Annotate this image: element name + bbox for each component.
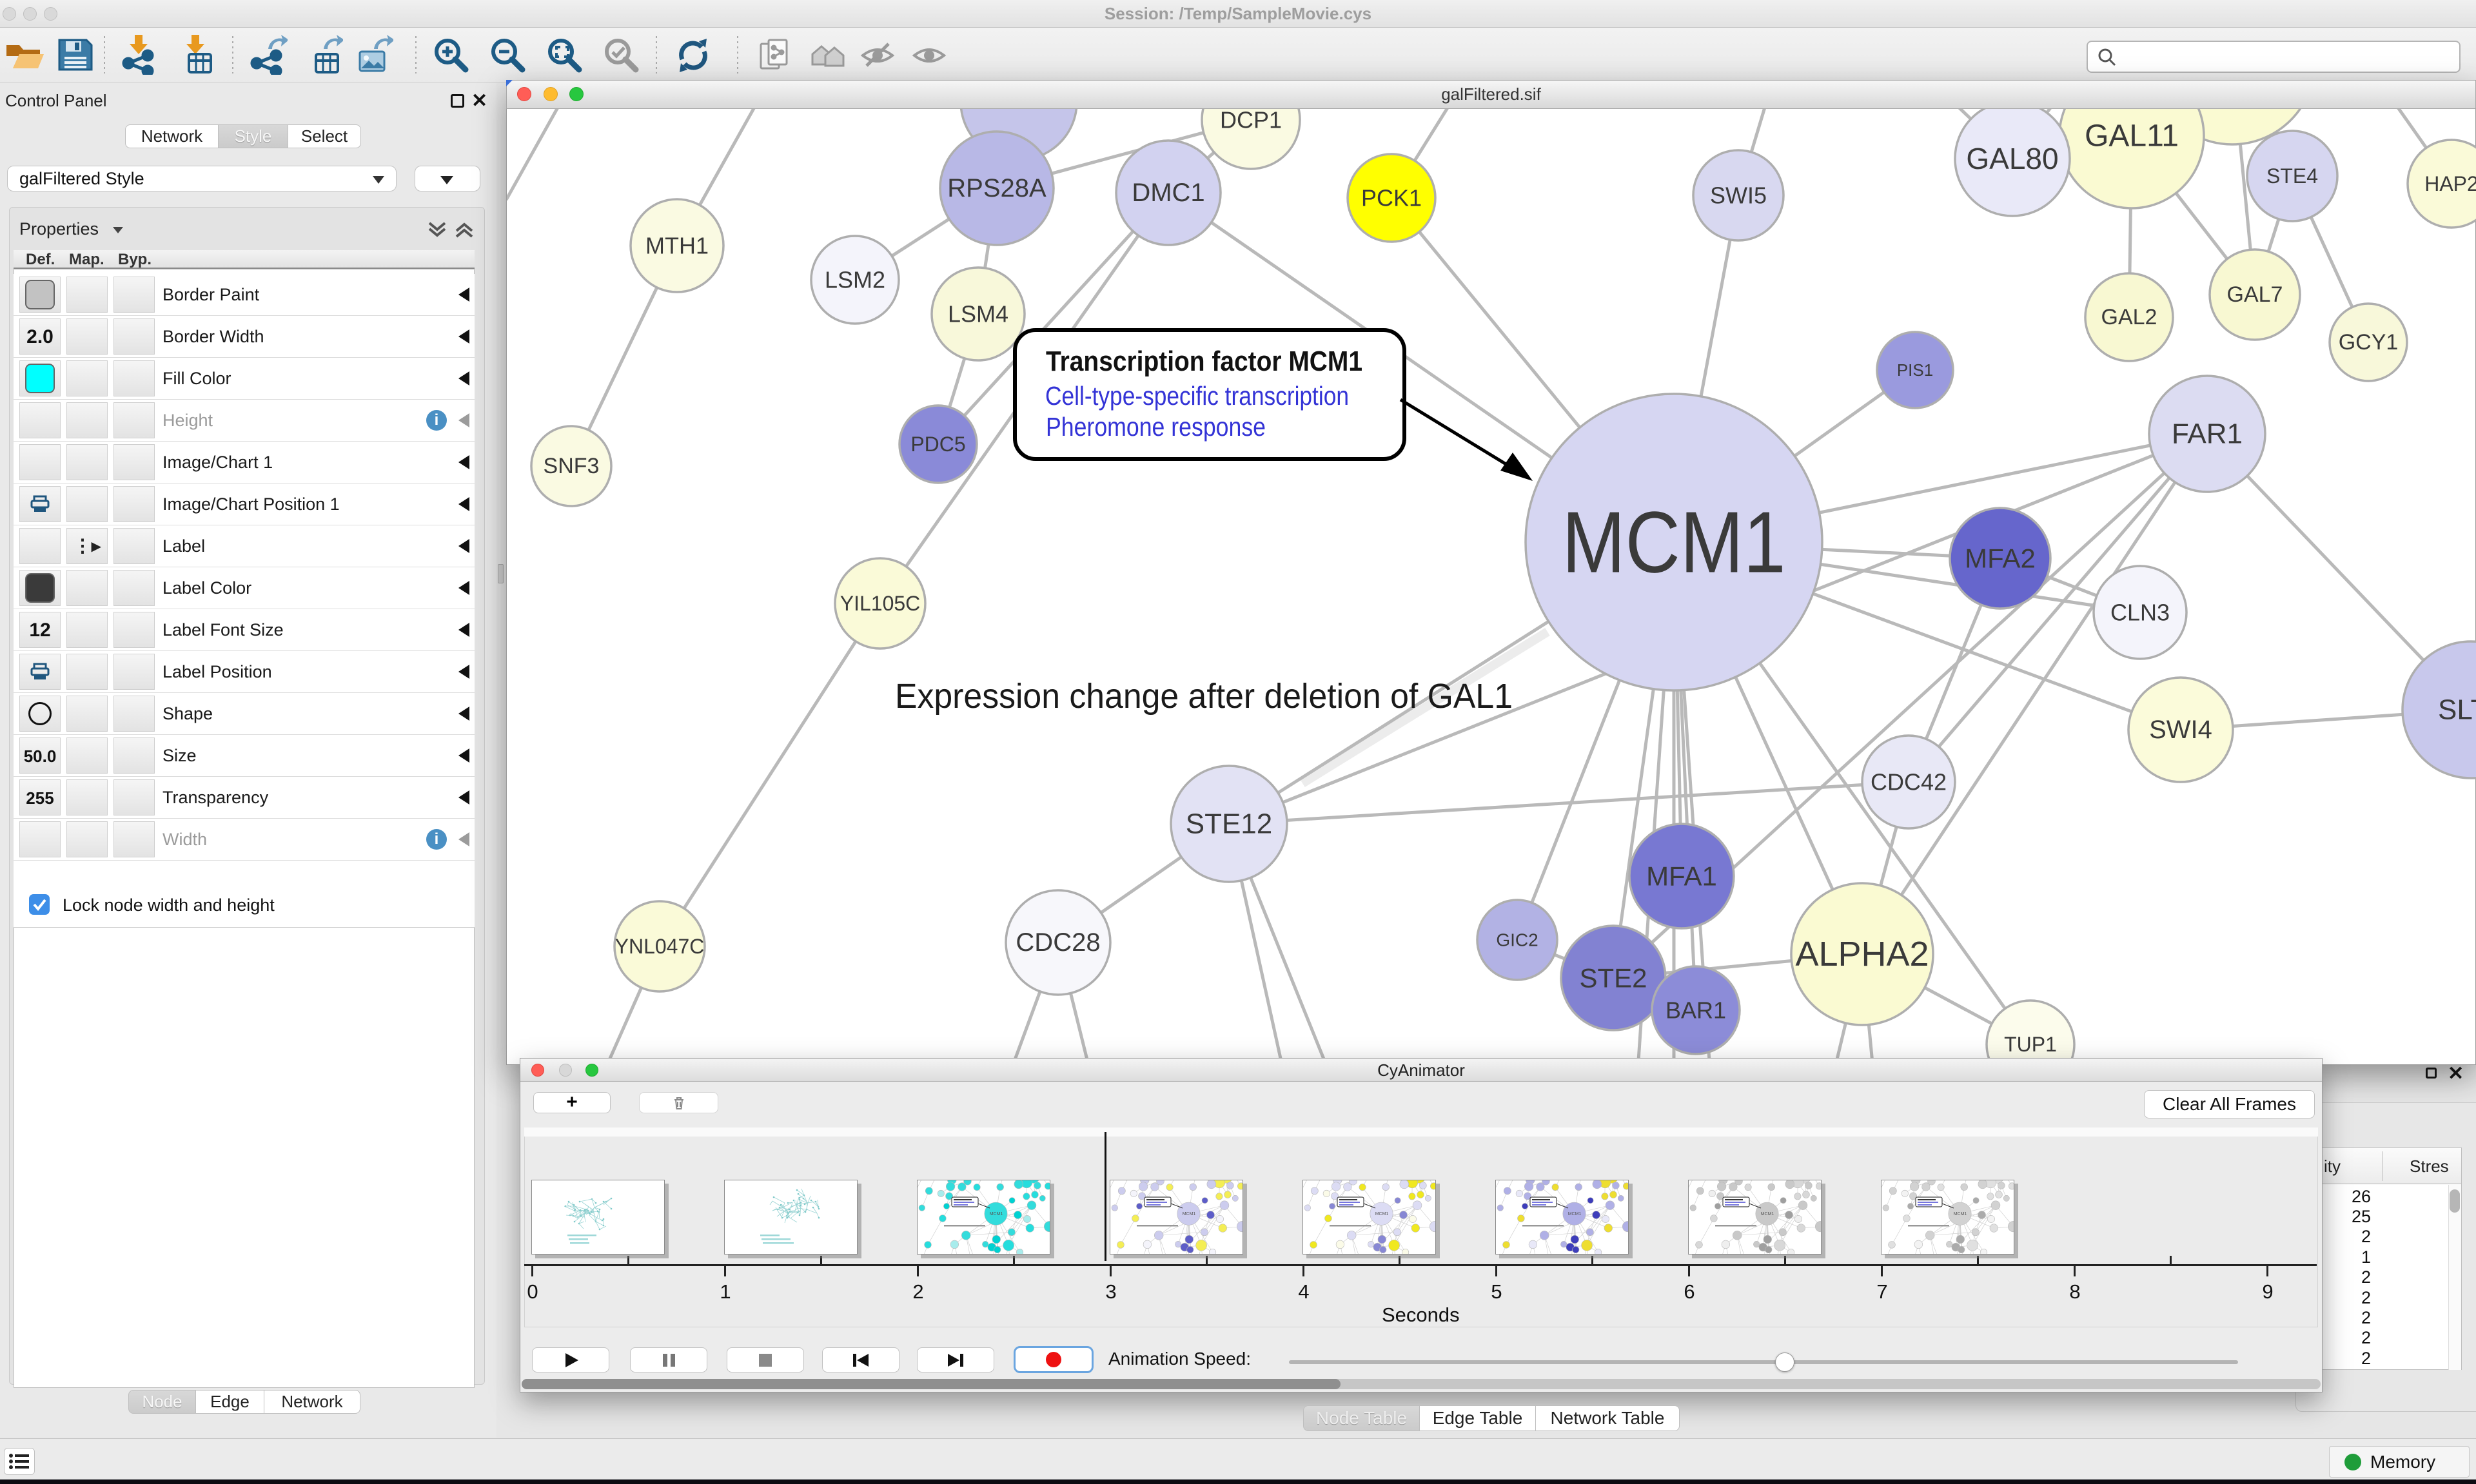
svg-text:GAL7: GAL7 xyxy=(2227,282,2283,307)
svg-text:STE4: STE4 xyxy=(2266,164,2318,188)
svg-text:SNF3: SNF3 xyxy=(544,454,600,478)
svg-text:MFA1: MFA1 xyxy=(1646,861,1717,892)
svg-text:GAL2: GAL2 xyxy=(2101,305,2157,329)
svg-text:MCM1: MCM1 xyxy=(1183,1212,1196,1216)
svg-text:CDC28: CDC28 xyxy=(1016,928,1100,957)
svg-text:Transcription factor MCM1: Transcription factor MCM1 xyxy=(1046,346,1362,377)
svg-text:DCP1: DCP1 xyxy=(1220,109,1282,133)
svg-text:SWI5: SWI5 xyxy=(1710,182,1767,209)
svg-text:YIL105C: YIL105C xyxy=(840,592,921,615)
svg-text:ALPHA2: ALPHA2 xyxy=(1795,935,1929,973)
svg-text:YNL047C: YNL047C xyxy=(615,935,705,958)
svg-text:CLN3: CLN3 xyxy=(2110,600,2170,626)
svg-text:STE12: STE12 xyxy=(1186,808,1273,840)
svg-text:GAL80: GAL80 xyxy=(1966,142,2058,175)
svg-text:TUP1: TUP1 xyxy=(2004,1033,2057,1056)
svg-text:RPS28A: RPS28A xyxy=(947,174,1046,202)
svg-text:MCM1: MCM1 xyxy=(1562,494,1786,591)
svg-text:DMC1: DMC1 xyxy=(1132,179,1204,207)
svg-text:Cell-type-specific transcripti: Cell-type-specific transcription xyxy=(1045,381,1349,411)
svg-text:HAP2: HAP2 xyxy=(2424,172,2476,195)
svg-text:LSM2: LSM2 xyxy=(825,267,885,293)
svg-text:GCY1: GCY1 xyxy=(2339,330,2399,355)
svg-text:MFA2: MFA2 xyxy=(1965,543,2036,574)
svg-text:GIC2: GIC2 xyxy=(1496,930,1538,950)
svg-text:MCM1: MCM1 xyxy=(1954,1212,1967,1216)
svg-text:MTH1: MTH1 xyxy=(645,233,709,259)
svg-text:MCM1: MCM1 xyxy=(990,1212,1003,1216)
svg-text:PCK1: PCK1 xyxy=(1361,185,1422,211)
svg-text:MCM1: MCM1 xyxy=(1568,1212,1582,1216)
svg-text:PIS1: PIS1 xyxy=(1897,360,1933,380)
svg-text:GAL11: GAL11 xyxy=(2085,119,2179,153)
svg-text:MCM1: MCM1 xyxy=(1761,1212,1774,1216)
svg-text:SWI4: SWI4 xyxy=(2149,716,2212,744)
svg-text:SLT2: SLT2 xyxy=(2438,694,2476,726)
svg-text:Pheromone response: Pheromone response xyxy=(1046,412,1266,442)
svg-text:BAR1: BAR1 xyxy=(1665,997,1726,1024)
svg-text:CDC42: CDC42 xyxy=(1871,769,1947,796)
svg-text:FAR1: FAR1 xyxy=(2172,418,2243,450)
svg-text:PDC5: PDC5 xyxy=(910,433,965,456)
svg-text:STE2: STE2 xyxy=(1579,963,1647,993)
svg-text:LSM4: LSM4 xyxy=(948,301,1008,327)
svg-text:Expression change after deleti: Expression change after deletion of GAL1 xyxy=(895,677,1513,716)
svg-text:MCM1: MCM1 xyxy=(1375,1212,1389,1216)
